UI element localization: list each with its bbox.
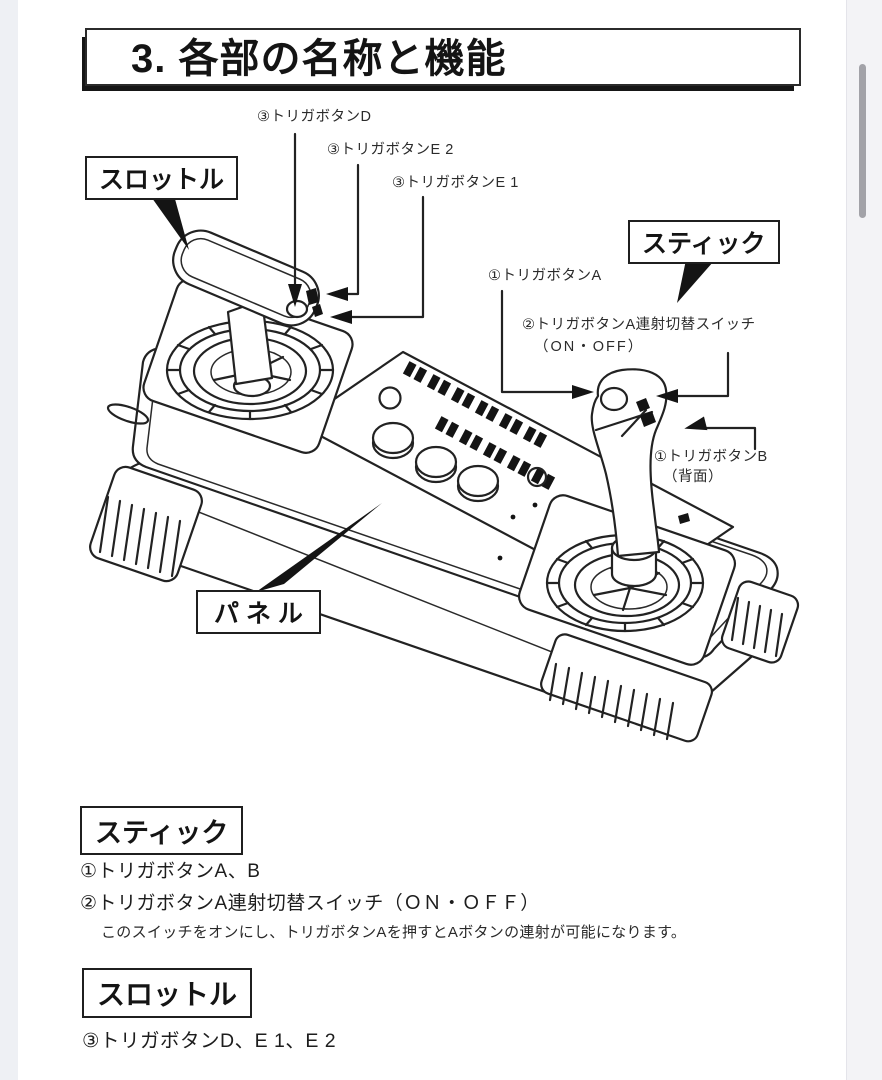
callout-trigger-e1: ③トリガボタンE 1 xyxy=(392,175,519,191)
throttle-lever xyxy=(172,229,323,398)
throttle-section-heading: スロットル xyxy=(82,968,253,1018)
panel-pointer-wedge xyxy=(256,503,382,592)
throttle-section-item1: ③トリガボタンD、E 1、E 2 xyxy=(82,1030,337,1052)
trigger-a-button xyxy=(599,386,629,412)
callout-trigger-e2: ③トリガボタンE 2 xyxy=(327,142,454,158)
rapid-fire-switch xyxy=(636,398,650,412)
stick-base xyxy=(517,494,737,666)
stick-grip xyxy=(590,368,668,588)
label-panel: パ ネ ル xyxy=(196,590,321,634)
stick-section-heading: スティック xyxy=(80,806,244,855)
switch-row-1 xyxy=(402,361,548,448)
stick-section-item2: ②トリガボタンA連射切替スイッチ（ＯＮ・ＯＦＦ） xyxy=(80,893,540,914)
scrollbar-thumb[interactable] xyxy=(859,64,866,218)
left-rib-cap xyxy=(89,465,203,583)
switch-row-2 xyxy=(434,416,556,490)
callout-lines xyxy=(288,132,757,451)
right-end-cap xyxy=(720,580,800,664)
stick-section-note: このスイッチをオンにし、トリガボタンAを押すとAボタンの連射が可能になります。 xyxy=(101,924,687,941)
label-stick: スティック xyxy=(628,220,780,264)
controller-illustration xyxy=(89,132,800,743)
callout-trigger-b: ①トリガボタンB xyxy=(654,449,768,465)
callout-trigger-b-back: （背面） xyxy=(663,469,723,485)
callout-trigger-d: ③トリガボタンD xyxy=(257,109,372,125)
callout-rapid-switch-onoff: （ON・OFF） xyxy=(534,339,645,355)
throttle-pointer-wedge xyxy=(147,191,189,250)
page-title: 3. 各部の名称と機能 xyxy=(85,28,801,86)
label-throttle: スロットル xyxy=(85,156,239,200)
stick-section-item1: ①トリガボタンA、B xyxy=(80,861,261,882)
stick-pointer-wedge xyxy=(677,255,713,303)
callout-trigger-a: ①トリガボタンA xyxy=(488,268,602,284)
stick-gear-teeth xyxy=(545,533,705,633)
right-rib-cap xyxy=(540,633,714,743)
panel-buttons xyxy=(371,386,548,503)
callout-rapid-switch: ②トリガボタンA連射切替スイッチ xyxy=(522,317,756,333)
